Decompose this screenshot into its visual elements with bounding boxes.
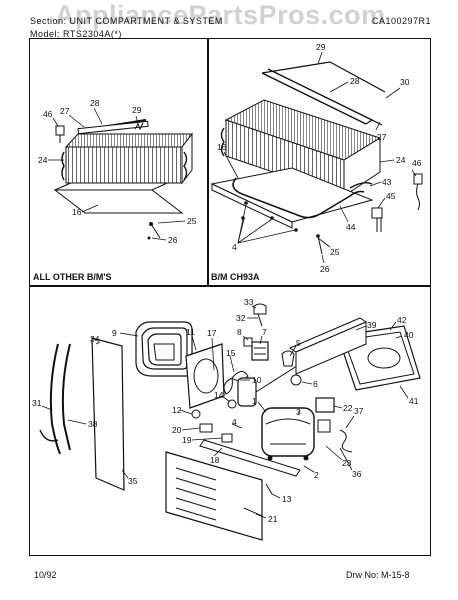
drawing-reference: CA100297R1 xyxy=(372,16,432,26)
callout-28: 28 xyxy=(350,76,360,86)
model-title: Model: RTS2304A(*) xyxy=(30,29,122,39)
left-panel-label: ALL OTHER B/M'S xyxy=(33,272,112,282)
callout-18: 18 xyxy=(210,455,220,465)
callout-34: 34 xyxy=(90,334,100,344)
callout-42: 42 xyxy=(397,315,407,325)
bottom-panel-callouts: 9 33 32 39 42 40 34 11 17 8 7 15 5 10 6 … xyxy=(32,297,419,524)
callout-4: 4 xyxy=(232,242,237,252)
left-panel-callouts: 46 27 28 29 24 16 25 26 xyxy=(38,98,197,245)
callout-14: 14 xyxy=(214,390,224,400)
callout-26: 26 xyxy=(168,235,178,245)
callout-7: 7 xyxy=(262,327,267,337)
callout-15: 15 xyxy=(226,348,236,358)
callout-37: 37 xyxy=(354,406,364,416)
callout-23: 23 xyxy=(342,458,352,468)
callout-13: 13 xyxy=(282,494,292,504)
callout-41: 41 xyxy=(409,396,419,406)
bottom-exploded-assembly xyxy=(39,303,421,541)
footer-date: 10/92 xyxy=(34,570,57,580)
callout-45: 45 xyxy=(386,191,396,201)
callout-27: 27 xyxy=(60,106,70,116)
section-title: Section: UNIT COMPARTMENT & SYSTEM xyxy=(30,16,223,26)
callout-24: 24 xyxy=(396,155,406,165)
callout-39: 39 xyxy=(367,320,377,330)
callout-21: 21 xyxy=(268,514,278,524)
callout-12: 12 xyxy=(172,405,182,415)
callout-26: 26 xyxy=(320,264,330,274)
callout-30: 30 xyxy=(400,77,410,87)
callout-16: 16 xyxy=(72,207,82,217)
callout-40: 40 xyxy=(404,330,414,340)
callout-9: 9 xyxy=(112,328,117,338)
right-panel-label: B/M CH93A xyxy=(211,272,260,282)
callout-38: 38 xyxy=(88,419,98,429)
callout-31: 31 xyxy=(32,398,42,408)
callout-16: 16 xyxy=(217,142,227,152)
callout-46: 46 xyxy=(43,109,53,119)
callout-25: 25 xyxy=(187,216,197,226)
callout-28: 28 xyxy=(90,98,100,108)
callout-29: 29 xyxy=(316,42,326,52)
right-condenser-assembly xyxy=(210,61,423,255)
callout-36: 36 xyxy=(352,469,362,479)
callout-27: 27 xyxy=(377,132,387,142)
callout-20: 20 xyxy=(172,425,182,435)
callout-35: 35 xyxy=(128,476,138,486)
callout-10: 10 xyxy=(252,375,262,385)
callout-5: 5 xyxy=(296,338,301,348)
left-condenser-assembly xyxy=(53,118,194,240)
callout-2: 2 xyxy=(314,470,319,480)
callout-1: 1 xyxy=(252,396,257,406)
callout-19: 19 xyxy=(182,435,192,445)
callout-44: 44 xyxy=(346,222,356,232)
callout-22: 22 xyxy=(343,403,353,413)
callout-32: 32 xyxy=(236,313,246,323)
right-panel-callouts: 29 28 30 27 16 24 43 46 45 4 44 25 26 xyxy=(217,42,422,274)
callout-29: 29 xyxy=(132,105,142,115)
bottom-frame xyxy=(29,286,431,556)
watermark: AppliancePartsPros.com xyxy=(55,0,386,30)
footer-drawing-number: Drw No: M-15-8 xyxy=(346,570,410,580)
callout-33: 33 xyxy=(244,297,254,307)
callout-17: 17 xyxy=(207,328,217,338)
callout-24: 24 xyxy=(38,155,48,165)
callout-4: 4 xyxy=(232,417,237,427)
callout-43: 43 xyxy=(382,177,392,187)
callout-8: 8 xyxy=(237,327,242,337)
callout-25: 25 xyxy=(330,247,340,257)
condenser-coil xyxy=(65,146,183,184)
panel-divider xyxy=(207,38,209,286)
callout-3: 3 xyxy=(296,407,301,417)
top-frame xyxy=(29,38,431,286)
callout-11: 11 xyxy=(186,327,195,337)
callout-46: 46 xyxy=(412,158,422,168)
callout-6: 6 xyxy=(313,379,318,389)
